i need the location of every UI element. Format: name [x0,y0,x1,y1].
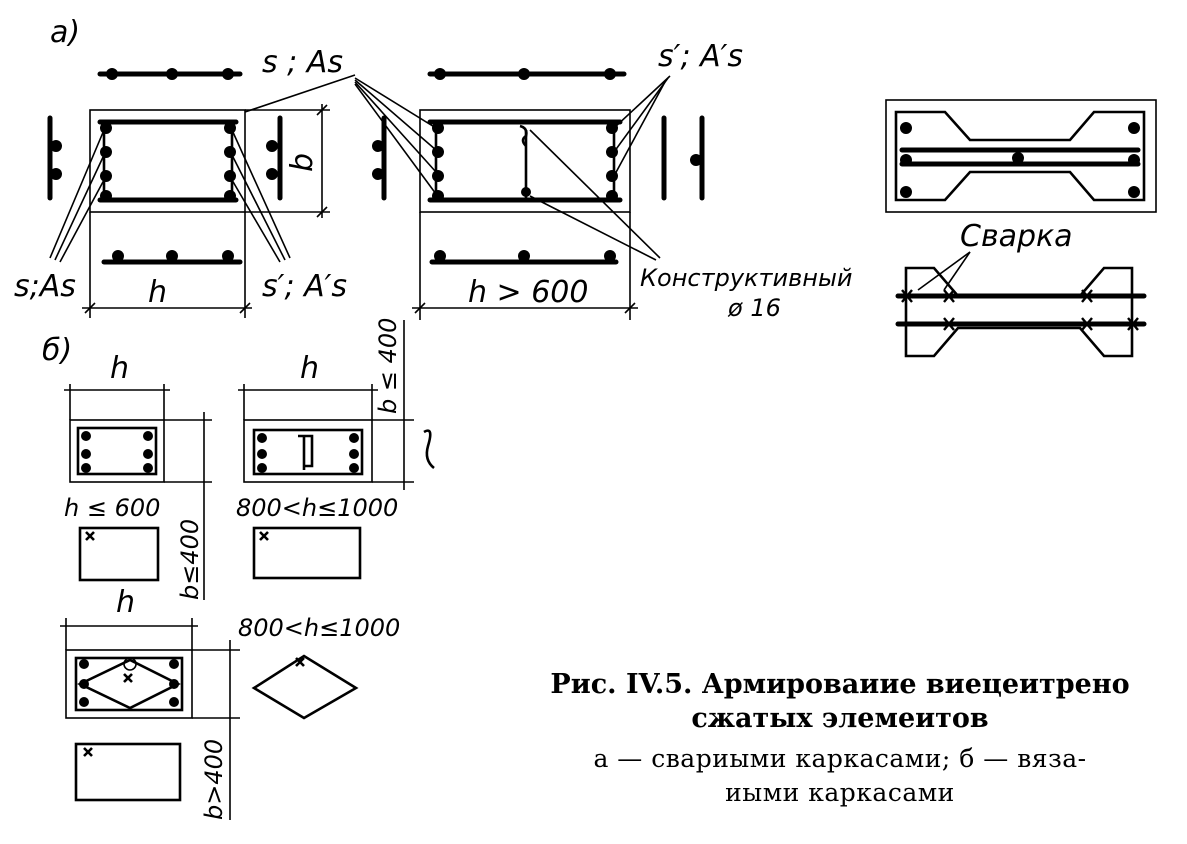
b1-h-label: h [110,351,129,386]
caption-sub-line1: а — свариыми каркасами; б — вяза- [593,744,1087,773]
label-s-as-prime: s′; A′s [658,39,743,74]
label-s-as-left: s;As [14,269,76,304]
label-s-as-prime-left: s′; A′s [262,269,347,304]
caption-title-line1: Рис. IV.5. Армироваиие виецеитрено [550,669,1130,700]
dim-b-label: b [285,153,320,172]
label-welding: Сварка [960,219,1073,254]
part-a-label: а) [50,15,80,50]
b2-h-label: h [300,351,319,386]
b1-h-le-600-label: h ≤ 600 [64,494,160,522]
section-a-middle: s ; As s′; A′s [262,39,852,322]
b1-b-le-400-label: b≤400 [176,519,204,600]
b2-h-range-label: 800<h≤1000 [236,494,398,522]
b3-b-gt-400-label: b>400 [200,739,228,820]
b-le-400-top-label: b ≤ 400 [374,318,402,414]
caption-title-line2: сжатых элемеитов [691,703,989,734]
caption-sub-line2: иыми каркасами [725,778,955,807]
figure-caption: Рис. IV.5. Армироваиие виецеитрено сжаты… [500,668,1180,810]
label-s-as: s ; As [262,45,343,80]
section-a-left: а) h [14,15,356,318]
b3-h-label: h [116,585,135,620]
part-b-label: б) [42,333,72,368]
b3-h-range-label: 800<h≤1000 [238,614,400,642]
dim-h-label: h [148,275,167,310]
label-diameter: ø 16 [727,294,781,322]
section-a-i-beam: Сварка [885,99,1157,358]
dim-h-gt-600-label: h > 600 [468,275,588,310]
label-constructive: Конструктивный [640,264,852,292]
section-b: б) h h ≤ 600 b≤400 h 800<h≤1000 [42,318,435,820]
